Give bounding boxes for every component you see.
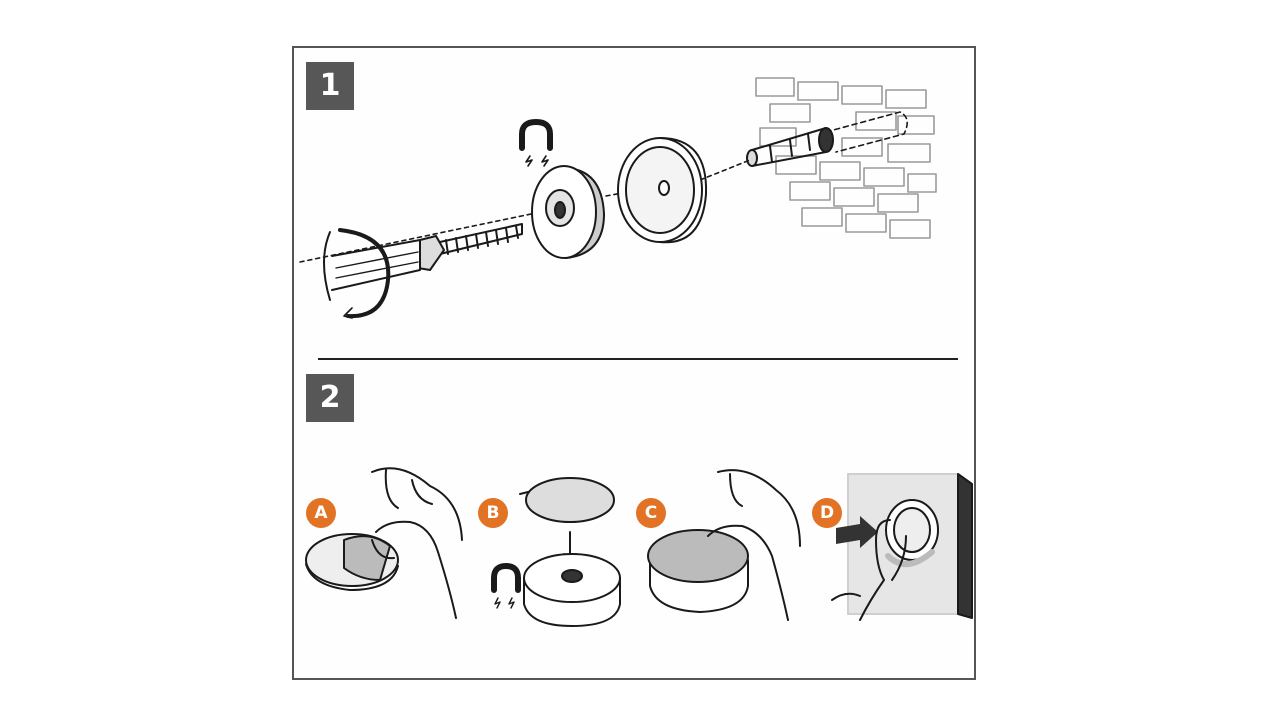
magnet-icon — [519, 119, 553, 167]
press-pad-icon — [647, 469, 801, 621]
magnet-disc-icon — [531, 165, 605, 259]
step-divider — [318, 358, 958, 360]
screwdriver-icon — [323, 228, 421, 319]
peel-backing-icon — [305, 467, 463, 619]
substep-a-badge: A — [306, 498, 336, 528]
hand-press-icon — [831, 519, 907, 621]
step-1-badge: 1 — [306, 62, 354, 110]
brick-wall-icon — [755, 77, 937, 239]
step-2-badge: 2 — [306, 374, 354, 422]
magnet-b-icon — [491, 563, 521, 609]
cup-housing-icon — [617, 137, 708, 244]
substep-b-badge: B — [478, 498, 508, 528]
magnet-disc-b-icon — [523, 553, 621, 627]
mounted-cup-icon — [885, 499, 939, 567]
adhesive-pad-icon — [519, 477, 615, 523]
substep-d-badge: D — [812, 498, 842, 528]
substep-c-badge: C — [636, 498, 666, 528]
wall-plug-icon — [746, 127, 834, 167]
push-arrow-icon — [836, 516, 878, 548]
